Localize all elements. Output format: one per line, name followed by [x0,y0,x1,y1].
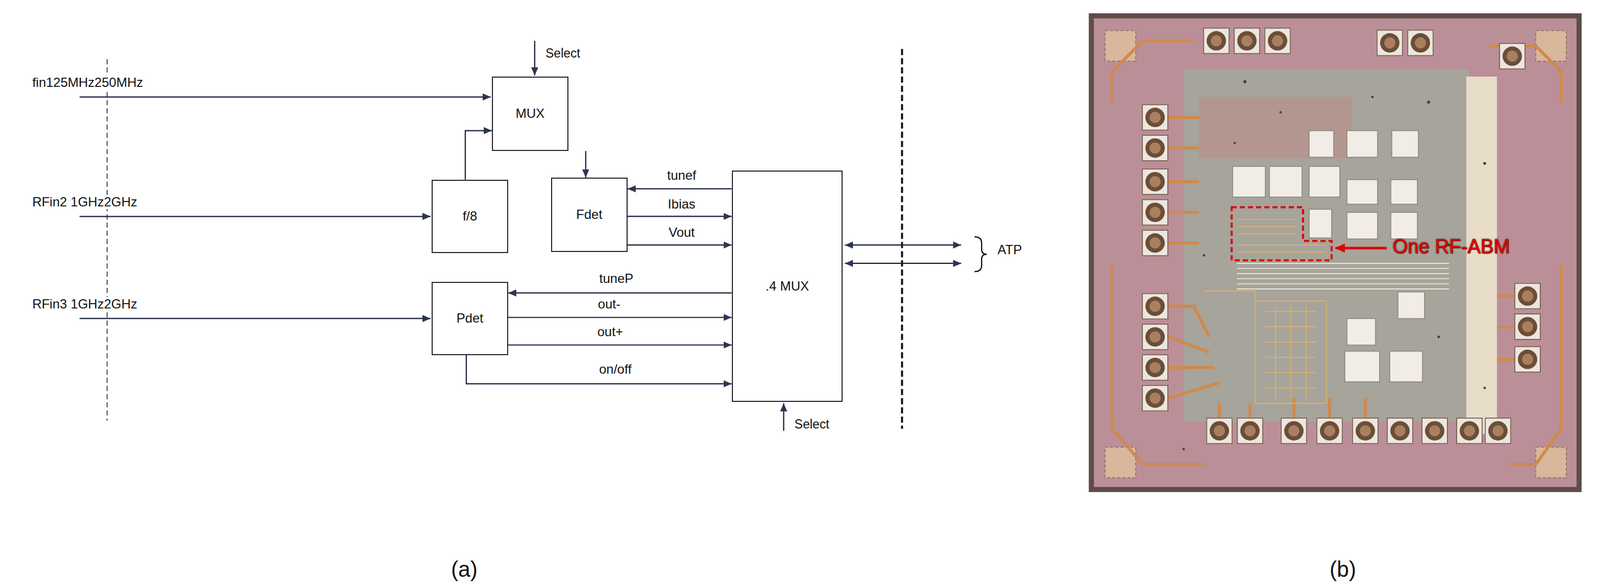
bond-pad [1237,418,1263,444]
box-label: Pdet [456,311,484,326]
bond-pad [1456,418,1483,444]
bond-pad [1142,385,1168,411]
bond-pad [1316,418,1343,444]
bond-pad [1234,28,1260,54]
bond-pad [1514,283,1541,309]
box-label: f/8 [462,209,478,224]
esd-grid [1535,446,1567,478]
bond-pad [1142,293,1168,319]
bond-pad [1142,324,1168,350]
signal-label: out+ [595,324,625,339]
bond-pad [1265,28,1291,54]
input-wire [79,215,432,217]
bond-pad [1281,418,1307,444]
signal-label: tuneP [597,271,636,286]
block-box: MUX [491,76,569,151]
die-edge [1088,13,1582,492]
die-photo [1088,13,1582,492]
input-signal-label: RFin2 1GHz2GHz [30,194,139,210]
block-wires [79,40,988,431]
input-wire [79,96,491,98]
bond-pad [1407,29,1434,56]
connector [508,344,732,346]
select-label: Select [544,46,583,61]
block-box: .4 MUX [731,170,844,403]
box-text-group: .4 MUX [765,279,809,294]
signal-label: out- [596,296,622,312]
bond-pad [1142,104,1168,131]
connector [466,355,732,384]
box-text-group: f/8 [462,209,478,224]
bond-pad [1142,199,1168,225]
bond-pad [1421,418,1448,444]
connector [585,150,587,178]
bond-pad [1485,418,1511,444]
box-label: Fdet [576,207,603,222]
signal-label: on/off [597,362,634,377]
bond-pad [1352,418,1378,444]
connector [627,244,732,246]
bond-pad [1376,29,1403,56]
input-wire [79,317,432,319]
circuitry [1204,219,1327,403]
atp-wire [844,262,961,264]
esd-grid [1535,30,1567,61]
connector [627,188,732,190]
box-text-group: Fdet [576,207,603,222]
die-core [1198,97,1352,159]
bond-pad [1142,230,1168,256]
bond-pad [1206,418,1232,444]
bond-pad [1203,28,1230,54]
block-box: f/8 [431,179,509,254]
select-label: Select [792,417,831,432]
block-box: Fdet [551,177,628,252]
box-label: .4 MUX [765,279,809,294]
box-text-group: MUX [515,106,545,121]
port-label: ATP [995,242,1024,257]
bond-pad [1142,168,1168,195]
die-surface [1093,18,1577,488]
boundary-line [106,59,108,421]
panel-label: (b) [1327,557,1358,581]
boundary-line [901,48,904,429]
esd-grid [1104,30,1136,61]
signal-label: Ibias [666,197,698,212]
bond-pads [1142,28,1541,444]
bond-pad [1514,313,1541,340]
connector [508,316,732,318]
leader-arrow [1335,246,1387,250]
bond-pad [1514,346,1541,372]
select-wire [782,403,784,432]
connector [508,292,732,294]
select-wire [534,40,536,76]
bond-pad [1142,354,1168,381]
block-box: Pdet [431,281,509,356]
brace [974,236,988,272]
input-signal-label: fin125MHz250MHz [30,75,145,90]
box-text-group: Pdet [456,311,484,326]
input-signal-label: RFin3 1GHz2GHz [30,296,139,312]
callout-label: One RF-ABM [1390,235,1512,258]
speckles [1182,80,1486,451]
connector [627,215,732,217]
signal-label: tunef [665,168,698,183]
panel-label: (a) [449,557,480,581]
atp-wire [844,244,961,246]
bond-pad [1387,418,1413,444]
bus-lines [1236,263,1450,289]
bond-pad [1142,135,1168,161]
highlight-box [1231,207,1332,261]
bond-pad [1499,43,1526,69]
connector [465,130,492,180]
signal-label: Vout [666,225,697,240]
box-label: MUX [515,106,545,121]
copper-traces [1112,40,1562,465]
